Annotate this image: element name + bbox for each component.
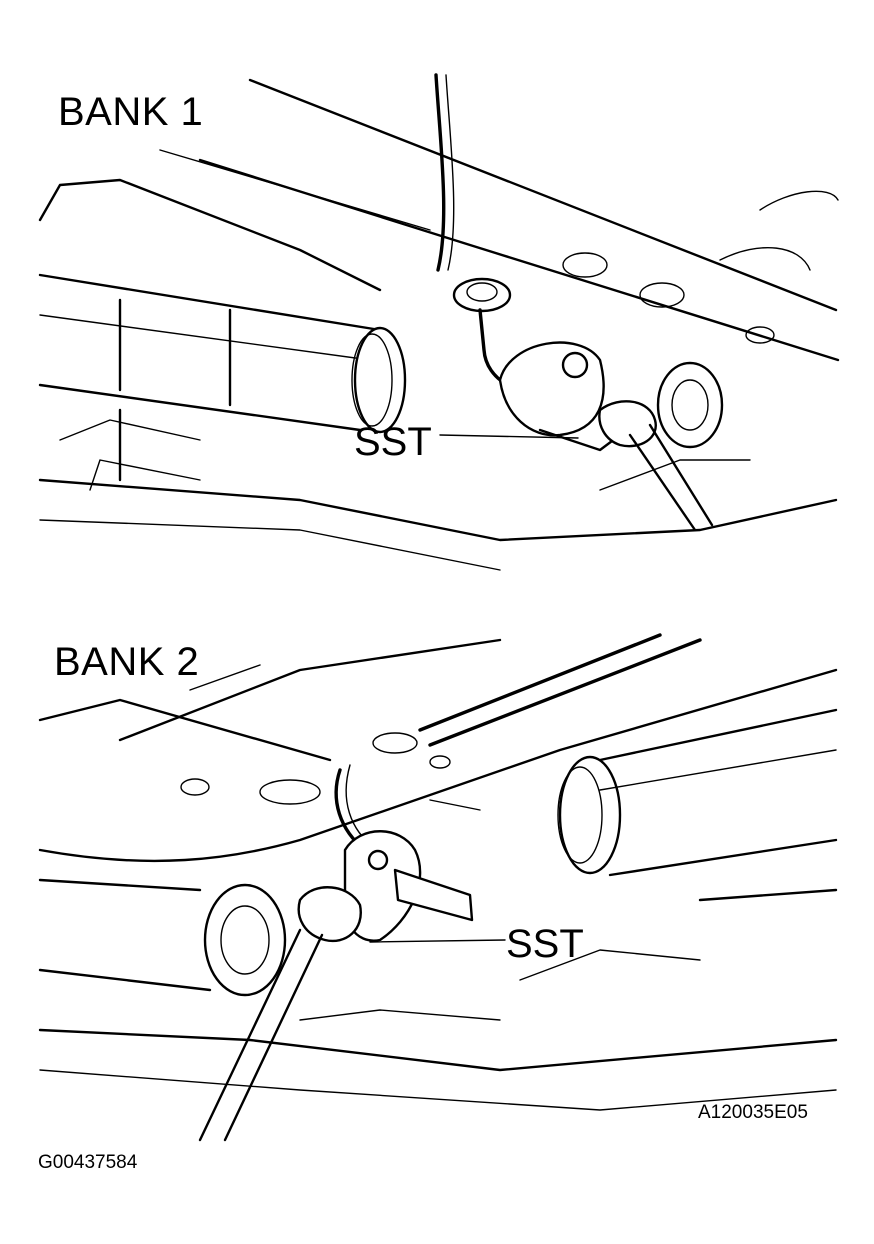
bank-1-illustration [38,73,840,571]
bank-2-title: BANK 2 [54,640,200,684]
bank-1-title: BANK 1 [58,90,204,134]
document-code: G00437584 [38,1152,138,1173]
bank-1-panel: BANK 1 SST [0,60,874,580]
bank-2-illustration [38,633,838,1142]
bank-2-panel: BANK 2 SST [0,600,874,1150]
bank-1-sst-label: SST [354,420,432,464]
bank-2-sst-label: SST [506,922,584,966]
figure-code: A120035E05 [698,1102,808,1123]
